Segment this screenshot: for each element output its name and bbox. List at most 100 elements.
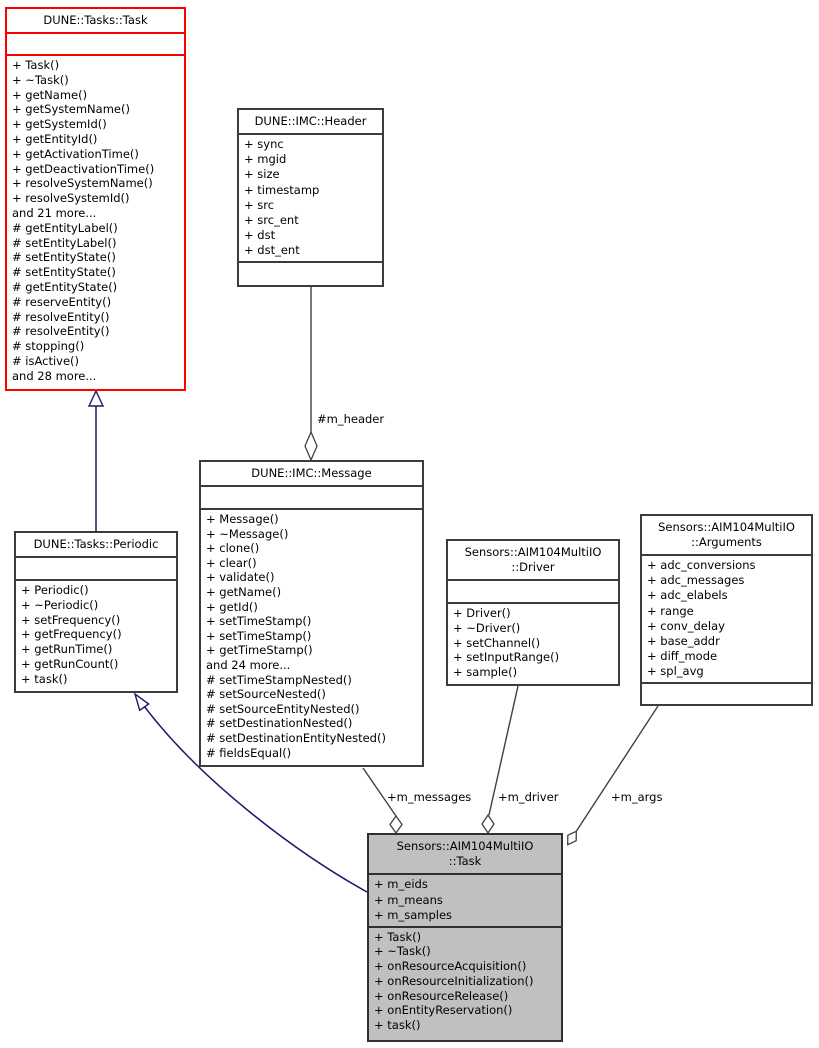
attributes-compartment xyxy=(448,579,618,602)
aggregation-diamond-icon xyxy=(567,830,577,846)
class-title-line1: Sensors::AIM104MultiIO xyxy=(464,545,602,559)
methods-compartment: + Periodic()+ ~Periodic()+ setFrequency(… xyxy=(16,579,176,691)
method-row: + ~Periodic() xyxy=(21,597,99,612)
edge-label-m-driver: +m_driver xyxy=(498,790,559,804)
attribute-row: + spl_avg xyxy=(647,664,704,679)
class-title[interactable]: DUNE::IMC::Header xyxy=(254,114,367,128)
attributes-compartment: + sync+ mgid+ size+ timestamp+ src+ src_… xyxy=(239,133,382,261)
attribute-row: + size xyxy=(244,167,280,182)
aggregation-diamond-icon xyxy=(389,814,403,835)
attribute-row: + m_eids xyxy=(374,877,428,891)
method-row: + getName() xyxy=(12,87,88,102)
method-row: + Message() xyxy=(206,512,279,526)
method-row: # getEntityLabel() xyxy=(12,220,118,235)
class-node-dune-tasks-task[interactable]: DUNE::Tasks::Task + Task()+ ~Task()+ get… xyxy=(5,7,186,391)
method-row: + getDeactivationTime() xyxy=(12,161,155,176)
method-row: + getRunTime() xyxy=(21,642,113,657)
method-row: + getTimeStamp() xyxy=(206,643,313,658)
class-node-sensors-aim104multiio-task[interactable]: Sensors::AIM104MultiIO ::Task + m_eids+ … xyxy=(367,833,563,1042)
method-row: # setEntityState() xyxy=(12,265,116,280)
attributes-compartment: + m_eids+ m_means+ m_samples xyxy=(369,873,561,926)
inheritance-arrow-icon xyxy=(133,692,150,712)
class-node-sensors-aim104multiio-arguments[interactable]: Sensors::AIM104MultiIO ::Arguments + adc… xyxy=(640,514,813,706)
methods-compartment: + Message()+ ~Message()+ clone()+ clear(… xyxy=(201,508,422,765)
attribute-row: + sync xyxy=(244,137,284,151)
method-row: # setSourceNested() xyxy=(206,687,326,702)
method-row: # setTimeStampNested() xyxy=(206,672,352,687)
method-row: # setDestinationEntityNested() xyxy=(206,730,386,745)
attribute-row: + range xyxy=(647,603,694,618)
class-title-line2: ::Driver xyxy=(511,560,555,574)
method-row: # fieldsEqual() xyxy=(206,745,292,760)
attribute-row: + adc_messages xyxy=(647,573,745,588)
method-row: + getId() xyxy=(206,599,258,614)
class-title[interactable]: DUNE::IMC::Message xyxy=(251,466,372,480)
attribute-row: + mgid xyxy=(244,152,287,167)
method-row: + setTimeStamp() xyxy=(206,628,312,643)
attribute-row: + m_means xyxy=(374,892,443,907)
method-row: + getRunCount() xyxy=(21,656,119,671)
edge-label-m-header: #m_header xyxy=(317,412,385,426)
class-title-line2: ::Task xyxy=(448,854,482,868)
method-row: # setEntityLabel() xyxy=(12,235,117,250)
class-title[interactable]: Sensors::AIM104MultiIO ::Arguments xyxy=(642,516,811,554)
class-title-line2: ::Arguments xyxy=(691,535,762,549)
method-row: + ~Driver() xyxy=(453,620,521,635)
edge-m-args xyxy=(567,705,659,846)
method-row: + onResourceAcquisition() xyxy=(374,959,527,974)
method-row: + Task() xyxy=(12,58,60,72)
method-row: # reserveEntity() xyxy=(12,294,112,309)
method-row: + resolveSystemId() xyxy=(12,191,130,206)
method-row: + Task() xyxy=(374,929,422,944)
method-row: + getSystemId() xyxy=(12,117,107,132)
attribute-row: + src xyxy=(244,197,275,212)
method-row: + getSystemName() xyxy=(12,102,130,117)
methods-compartment: + Task()+ ~Task()+ getName()+ getSystemN… xyxy=(7,54,184,389)
method-row: + ~Message() xyxy=(206,526,289,541)
attribute-row: + timestamp xyxy=(244,182,320,197)
method-row: + sample() xyxy=(453,665,518,680)
method-row: and 24 more... xyxy=(206,657,291,672)
aggregation-diamond-icon xyxy=(481,813,495,835)
class-title-line1: Sensors::AIM104MultiIO xyxy=(396,839,534,853)
method-row: + setInputRange() xyxy=(453,650,560,665)
class-node-sensors-aim104multiio-driver[interactable]: Sensors::AIM104MultiIO ::Driver + Driver… xyxy=(446,539,620,686)
class-title[interactable]: Sensors::AIM104MultiIO ::Task xyxy=(369,835,561,873)
method-row: + setFrequency() xyxy=(21,612,121,627)
class-title[interactable]: DUNE::Tasks::Periodic xyxy=(33,537,159,551)
class-node-dune-tasks-periodic[interactable]: DUNE::Tasks::Periodic + Periodic()+ ~Per… xyxy=(14,531,178,693)
class-node-dune-imc-message[interactable]: DUNE::IMC::Message + Message()+ ~Message… xyxy=(199,460,424,767)
method-row: + setTimeStamp() xyxy=(206,614,312,629)
method-row: + task() xyxy=(21,671,68,686)
attributes-compartment: + adc_conversions+ adc_messages+ adc_ela… xyxy=(642,554,811,682)
method-row: # isActive() xyxy=(12,353,80,368)
method-row: + ~Task() xyxy=(12,72,69,87)
attribute-row: + dst xyxy=(244,228,276,243)
method-row: # resolveEntity() xyxy=(12,309,110,324)
edge-m-header xyxy=(304,287,318,462)
method-row: # setDestinationNested() xyxy=(206,716,353,731)
method-row: and 28 more... xyxy=(12,368,97,383)
method-row: + ~Task() xyxy=(374,944,431,959)
inheritance-arrow-icon xyxy=(87,389,105,407)
aggregation-diamond-icon xyxy=(304,430,318,462)
methods-compartment xyxy=(642,681,811,704)
attribute-row: + adc_conversions xyxy=(647,558,756,572)
methods-compartment: + Driver()+ ~Driver()+ setChannel()+ set… xyxy=(448,602,618,684)
attribute-row: + dst_ent xyxy=(244,243,300,258)
method-row: # getEntityState() xyxy=(12,279,118,294)
class-title[interactable]: DUNE::Tasks::Task xyxy=(43,13,148,27)
methods-compartment xyxy=(239,260,382,285)
method-row: + validate() xyxy=(206,570,275,585)
edge-label-m-messages: +m_messages xyxy=(387,790,472,804)
method-row: # stopping() xyxy=(12,339,85,354)
edge-m-driver xyxy=(481,685,519,835)
attribute-row: + base_addr xyxy=(647,634,720,649)
method-row: + Driver() xyxy=(453,606,511,620)
method-row: # setSourceEntityNested() xyxy=(206,701,360,716)
method-row: + onResourceInitialization() xyxy=(374,973,534,988)
class-node-dune-imc-header[interactable]: DUNE::IMC::Header + sync+ mgid+ size+ ti… xyxy=(237,108,384,287)
class-title[interactable]: Sensors::AIM104MultiIO ::Driver xyxy=(448,541,618,579)
method-row: + getFrequency() xyxy=(21,627,122,642)
